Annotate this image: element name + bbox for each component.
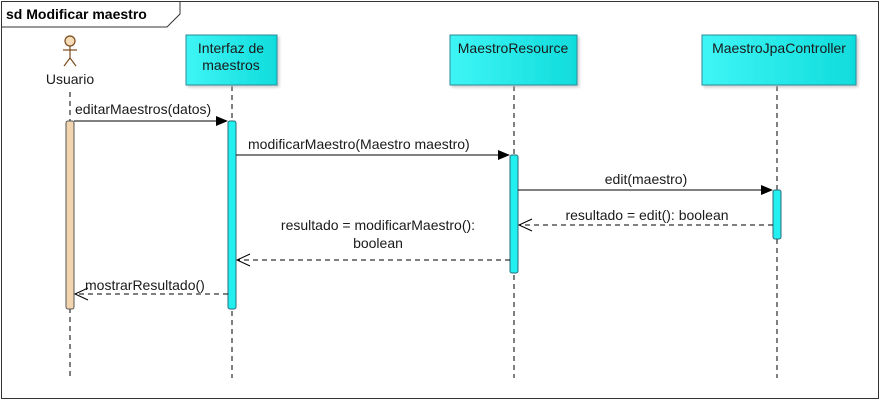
message-resultado-modificar-label-line2: boolean: [353, 235, 403, 251]
message-editar-maestros-label: editarMaestros(datos): [75, 101, 211, 117]
arrowhead-open-icon: [235, 253, 251, 267]
message-mostrar-resultado-label: mostrarResultado(): [85, 277, 205, 293]
message-modificar-maestro: modificarMaestro(Maestro maestro): [236, 136, 510, 160]
arrowhead-filled-icon: [498, 150, 510, 160]
activation-resource: [509, 154, 519, 274]
actor-name: Usuario: [46, 71, 94, 87]
message-edit: edit(maestro): [518, 171, 773, 195]
arrowhead-filled-icon: [761, 185, 773, 195]
activation-controller: [772, 189, 782, 240]
arrowhead-open-icon: [517, 218, 533, 232]
participant-controller-label: MaestroJpaController: [712, 40, 846, 56]
message-resultado-modificar: resultado = modificarMaestro(): boolean: [235, 217, 510, 267]
message-resultado-edit: resultado = edit(): boolean: [517, 207, 773, 232]
participant-resource-label: MaestroResource: [458, 40, 569, 56]
message-edit-label: edit(maestro): [605, 171, 687, 187]
participant-interfaz-line2: maestros: [202, 57, 260, 73]
participant-interfaz-line1: Interfaz de: [198, 40, 264, 56]
message-resultado-modificar-label-line1: resultado = modificarMaestro():: [281, 217, 475, 233]
arrowhead-filled-icon: [216, 116, 228, 126]
frame-title: sd Modificar maestro: [6, 6, 147, 22]
actor-usuario: Usuario: [46, 35, 94, 87]
frame-title-tab: [1, 1, 181, 28]
activation-interfaz: [227, 120, 237, 310]
message-mostrar-resultado: mostrarResultado(): [73, 277, 228, 301]
stick-figure-icon: [63, 35, 77, 67]
message-editar-maestros: editarMaestros(datos): [74, 101, 228, 126]
participant-resource: MaestroResource: [449, 34, 578, 86]
message-modificar-maestro-label: modificarMaestro(Maestro maestro): [248, 136, 470, 152]
message-resultado-edit-label: resultado = edit(): boolean: [565, 207, 728, 223]
activation-usuario: [65, 120, 75, 310]
participant-controller: MaestroJpaController: [701, 34, 857, 86]
arrowhead-open-icon: [73, 287, 89, 301]
participant-interfaz: Interfaz de maestros: [185, 34, 278, 86]
